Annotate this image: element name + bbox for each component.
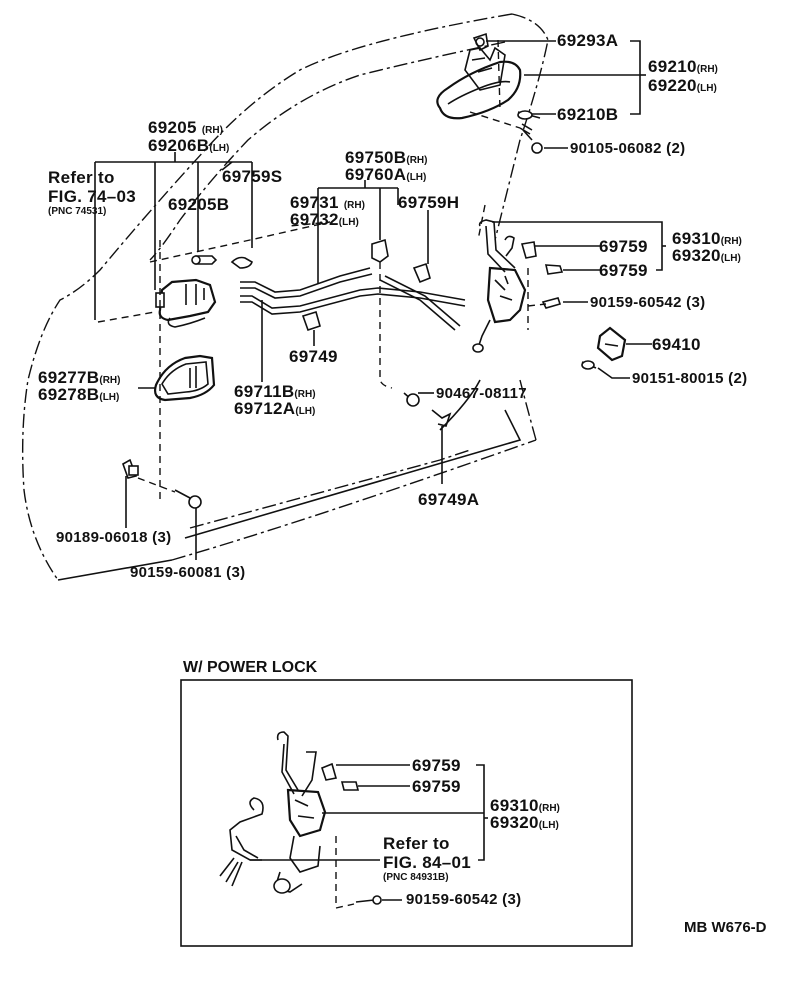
- part-label-69205: 69205 (RH): [148, 118, 223, 137]
- inside-handle-drawing: [155, 255, 253, 328]
- part-label-90151-80015: 90151-80015 (2): [632, 370, 748, 387]
- door-belt-line: [184, 379, 522, 539]
- figure-code: MB W676-D: [684, 919, 767, 936]
- striker-drawing: [581, 326, 627, 370]
- door-lock-drawing: [472, 219, 564, 353]
- pl-part-label-90159-60542: 90159-60542 (3): [406, 891, 522, 908]
- part-label-69210: 69210(RH): [648, 57, 718, 76]
- part-label-90189-06018: 90189-06018 (3): [56, 529, 172, 546]
- pl-part-label-69310: 69310(RH): [490, 796, 560, 815]
- refer-to-fig-84-01: Refer to FIG. 84–01 (PNC 84931B): [383, 834, 472, 883]
- part-label-69210B: 69210B: [557, 105, 619, 124]
- part-label-69320: 69320(LH): [672, 246, 741, 265]
- part-label-69732: 69732(LH): [290, 210, 359, 229]
- part-label-69760A: 69760A(LH): [345, 165, 427, 184]
- part-label-69759-upper: 69759: [599, 237, 648, 256]
- pl-part-label-69759-lower: 69759: [412, 777, 461, 796]
- door-outline: [21, 13, 549, 581]
- part-label-69310: 69310(RH): [672, 229, 742, 248]
- part-label-69712A: 69712A(LH): [234, 399, 316, 418]
- refer-to-fig-74-03: Refer to FIG. 74–03 (PNC 74531): [48, 168, 137, 217]
- part-label-90159-60081: 90159-60081 (3): [130, 564, 246, 581]
- part-label-69749A: 69749A: [418, 490, 480, 509]
- part-label-69711B: 69711B(RH): [234, 382, 316, 401]
- part-label-90159-60542: 90159-60542 (3): [590, 294, 706, 311]
- part-label-69220: 69220(LH): [648, 76, 717, 95]
- part-label-69410: 69410: [652, 335, 701, 354]
- part-label-69759S: 69759S: [222, 167, 283, 186]
- link-rods-drawing: [240, 267, 466, 331]
- part-label-69205B: 69205B: [168, 195, 230, 214]
- part-label-69731: 69731 (RH): [290, 193, 365, 212]
- part-label-69293A: 69293A: [557, 31, 619, 50]
- power-lock-drawing: [219, 731, 488, 909]
- part-label-90105-06082: 90105-06082 (2): [570, 140, 686, 157]
- part-label-69759-lower: 69759: [599, 261, 648, 280]
- part-label-69206B: 69206B(LH): [148, 136, 230, 155]
- part-label-69759H: 69759H: [398, 193, 460, 212]
- rod-clips-drawing: [122, 238, 452, 509]
- part-label-69750B: 69750B(RH): [345, 148, 428, 167]
- part-label-69277B: 69277B(RH): [38, 368, 121, 387]
- power-lock-box: [180, 679, 633, 947]
- pl-part-label-69320: 69320(LH): [490, 813, 559, 832]
- part-label-69749: 69749: [289, 347, 338, 366]
- handle-bezel-drawing: [153, 354, 216, 402]
- power-lock-title: W/ POWER LOCK: [183, 659, 318, 676]
- part-label-69278B: 69278B(LH): [38, 385, 120, 404]
- leader-lines: [94, 40, 666, 560]
- outside-handle-drawing: [436, 32, 543, 154]
- part-label-90467-08117: 90467-08117: [436, 385, 527, 402]
- pl-part-label-69759-upper: 69759: [412, 756, 461, 775]
